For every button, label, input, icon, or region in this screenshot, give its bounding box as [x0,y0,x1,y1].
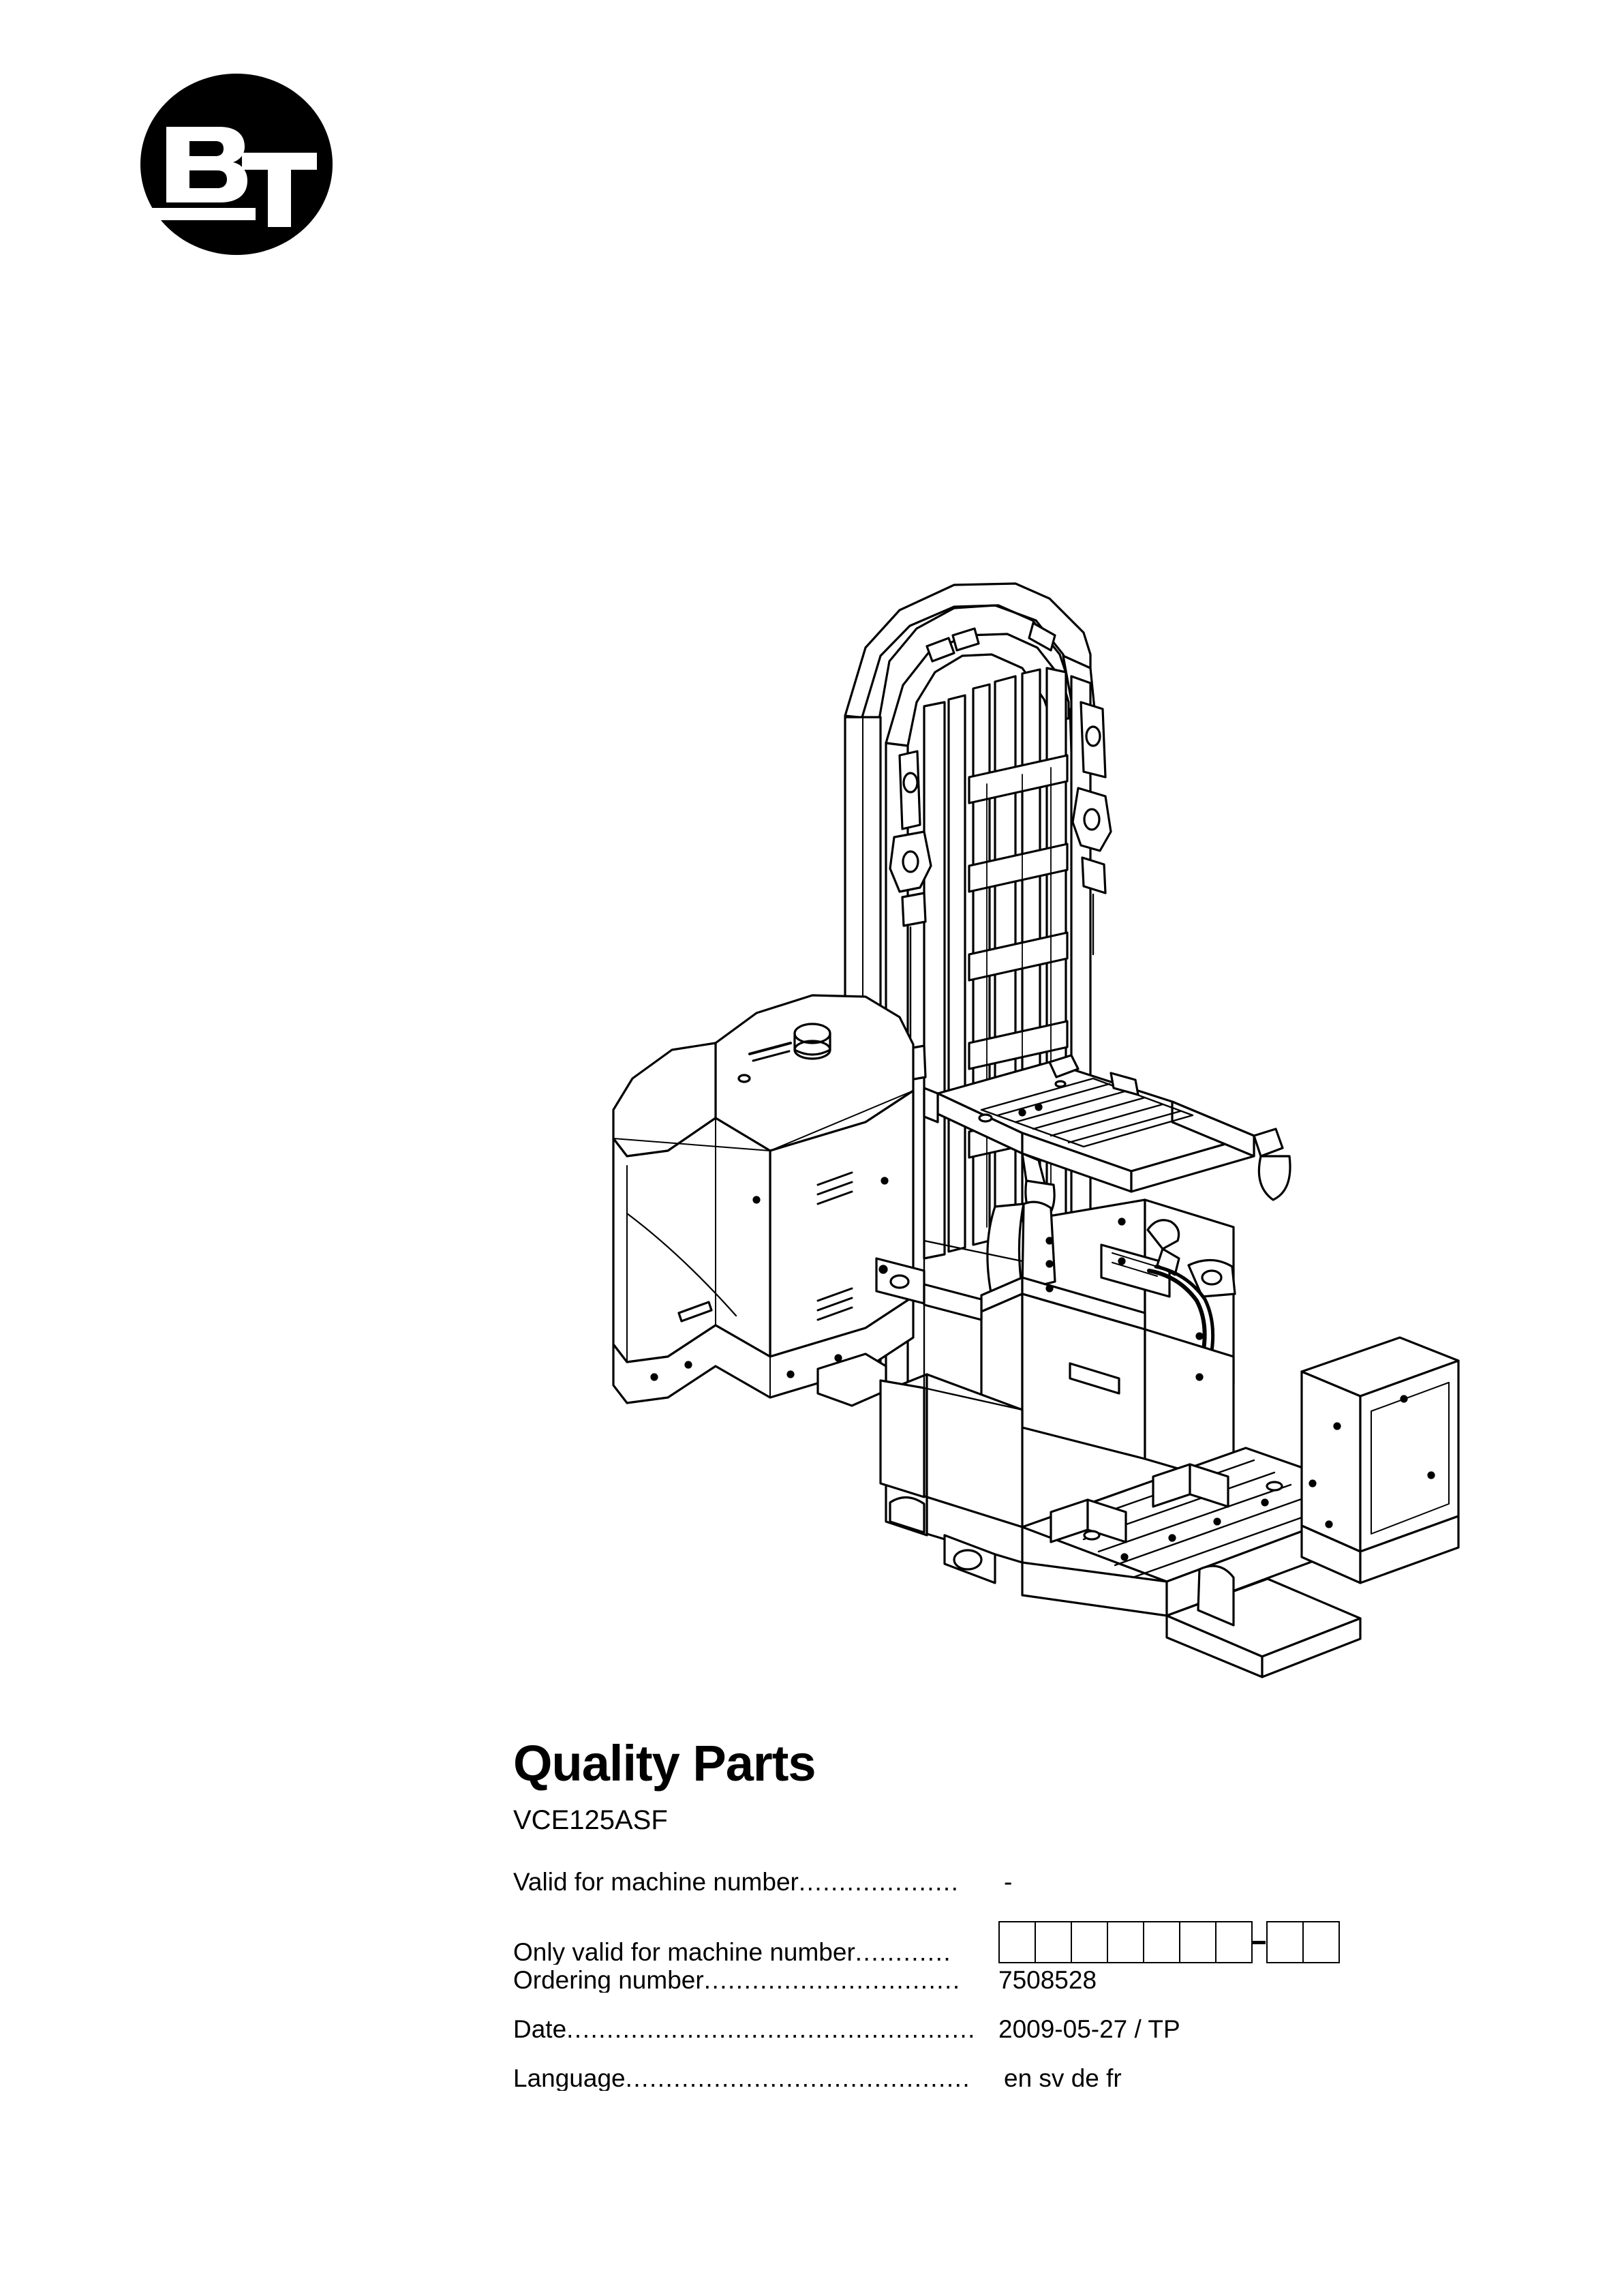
machine-number-box[interactable] [1302,1921,1340,1963]
info-leader: Date ...................................… [513,2016,983,2042]
info-label: Language [513,2066,626,2091]
info-leader: Valid for machine number ...............… [513,1869,983,1894]
info-dots: .................... [798,1869,960,1894]
machine-number-box[interactable] [1266,1921,1304,1963]
power-unit-body [612,994,915,1407]
info-dots: ................................ [703,1967,961,1993]
info-value-language: en sv de fr [1004,2064,1122,2092]
info-label: Valid for machine number [513,1869,799,1894]
info-label: Ordering number [513,1967,704,1993]
bt-logo [138,72,335,257]
machine-number-box[interactable] [1071,1921,1108,1963]
forklift-line-drawing [612,582,1460,1678]
machine-number-box[interactable] [1143,1921,1180,1963]
model-designation: VCE125ASF [513,1805,668,1835]
lift-platform [923,1054,1291,1224]
logo-underline-bar [138,208,256,220]
info-dots: ........................................… [566,2016,976,2042]
page-title: Quality Parts [513,1735,816,1792]
info-value-valid-for-machine-number: - [1004,1868,1013,1896]
info-leader: Ordering number ........................… [513,1967,983,1993]
machine-number-box[interactable] [998,1921,1036,1963]
machine-number-box[interactable] [1035,1921,1072,1963]
machine-number-entry-boxes[interactable] [998,1921,1340,1963]
info-row-language: Language ...............................… [513,2066,1535,2115]
info-row-ordering-number: Ordering number ........................… [513,1967,1535,2016]
logo-letter-b [166,127,247,202]
document-info-block: Quality Parts VCE125ASF Valid for machin… [513,1738,1535,2115]
machine-number-box[interactable] [1215,1921,1253,1963]
chassis-base [885,1336,1460,1678]
logo-b-path [166,127,247,202]
machine-number-box[interactable] [1107,1921,1144,1963]
mast-lower [875,1239,1024,1498]
bt-logo-svg [138,74,333,255]
info-row-only-valid-for-machine-number: Only valid for machine number ..........… [513,1918,1535,1967]
info-label: Date [513,2016,567,2042]
info-row-date: Date ...................................… [513,2016,1535,2066]
info-leader: Only valid for machine number ..........… [513,1939,983,1965]
info-dots: ............ [855,1939,952,1965]
info-value-ordering-number: 7508528 [998,1966,1097,1994]
info-dots: ........................................… [625,2066,971,2091]
machine-number-dash [1252,1940,1266,1944]
info-value-date: 2009-05-27 / TP [998,2015,1180,2043]
machine-number-box[interactable] [1179,1921,1216,1963]
info-label: Only valid for machine number [513,1939,855,1965]
machine-illustration [545,573,1499,1691]
logo-t-path [242,153,317,227]
info-leader: Language ...............................… [513,2066,983,2091]
logo-letter-t [242,153,317,227]
info-row-valid-for-machine-number: Valid for machine number ...............… [513,1869,1535,1918]
